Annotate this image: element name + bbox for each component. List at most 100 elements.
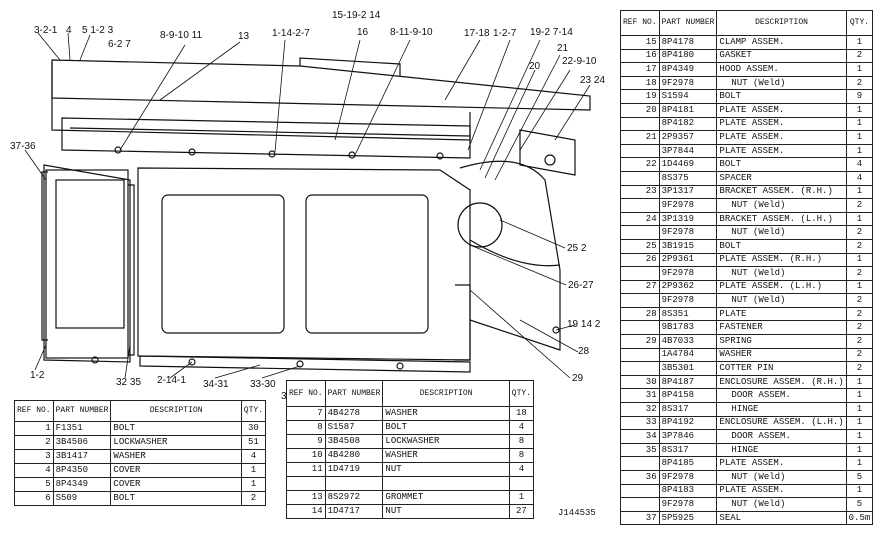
column-header: QTY. <box>240 400 267 422</box>
quantity-cell: 1 <box>845 211 874 227</box>
quantity-cell: 1 <box>845 388 874 404</box>
callout-label: 8-11-9-10 <box>390 27 433 38</box>
ref-cell: 15 <box>620 35 660 50</box>
callout-label: 15-19-2 14 <box>332 10 381 21</box>
description-cell: BOLT <box>110 421 242 436</box>
part-number-cell: 3P7844 <box>658 143 718 159</box>
column-header: PART NUMBER <box>324 380 384 407</box>
quantity-cell: 4 <box>845 157 874 172</box>
description-cell: NUT <box>382 504 510 519</box>
ref-cell: 19 <box>620 89 660 104</box>
ref-cell: 35 <box>620 442 660 458</box>
ref-cell <box>620 456 660 471</box>
description-cell: SPRING <box>716 334 847 349</box>
ref-cell: 18 <box>620 75 660 91</box>
ref-cell: 7 <box>286 406 326 421</box>
callout-label: 26-27 <box>568 280 594 291</box>
ref-cell: 3 <box>14 449 54 464</box>
ref-cell: 21 <box>620 130 660 145</box>
description-cell: PLATE ASSEM. (L.H.) <box>716 279 847 295</box>
part-number-cell: 8P4181 <box>658 102 718 118</box>
quantity-cell: 1 <box>240 463 267 478</box>
part-number-cell <box>324 476 384 491</box>
quantity-cell: 2 <box>845 75 874 91</box>
description-cell: SPACER <box>716 170 847 186</box>
description-cell: NUT (Weld) <box>716 266 847 281</box>
callout-label: 22-9-10 <box>562 56 597 67</box>
part-number-cell: F1351 <box>52 421 112 436</box>
description-cell: PLATE <box>716 306 847 322</box>
quantity-cell: 2 <box>845 225 874 240</box>
part-number-cell: 1D4719 <box>324 462 384 477</box>
quantity-cell: 1 <box>845 483 874 499</box>
part-number-cell: 8P4158 <box>658 388 718 404</box>
description-cell: DOOR ASSEM. <box>716 388 847 404</box>
ref-cell: 11 <box>286 462 326 477</box>
description-cell: WASHER <box>382 448 510 463</box>
part-number-cell: 8P4192 <box>658 415 718 431</box>
part-number-cell: 5P5925 <box>658 510 718 526</box>
exploded-view-drawing <box>24 32 591 379</box>
column-header: QTY. <box>508 380 535 407</box>
ref-cell: 23 <box>620 184 660 200</box>
part-number-cell: 9F2978 <box>658 198 718 213</box>
quantity-cell: 2 <box>240 491 267 506</box>
part-number-cell: 8P4349 <box>52 477 112 492</box>
part-number-cell: 9F2978 <box>658 497 718 512</box>
part-number-cell: 2P9357 <box>658 130 718 145</box>
description-cell: BRACKET ASSEM. (R.H.) <box>716 184 847 200</box>
quantity-cell: 1 <box>845 402 874 417</box>
quantity-cell: 2 <box>845 198 874 213</box>
description-cell: WASHER <box>110 449 242 464</box>
figure-number: J144535 <box>558 508 596 518</box>
ref-cell <box>620 497 660 512</box>
description-cell: ENCLOSURE ASSEM. (R.H.) <box>716 374 847 390</box>
part-number-cell: 8P4180 <box>658 48 718 64</box>
description-cell: NUT (Weld) <box>716 225 847 240</box>
ref-cell: 36 <box>620 470 660 485</box>
column-header: PART NUMBER <box>658 10 718 36</box>
part-number-cell: 8S2972 <box>324 490 384 505</box>
ref-cell: 2 <box>14 435 54 450</box>
callout-label: 33-30 <box>250 379 276 390</box>
ref-cell: 29 <box>620 334 660 349</box>
quantity-cell: 2 <box>845 238 874 254</box>
description-cell: LOCKWASHER <box>110 435 242 450</box>
callout-label: 3 <box>281 391 287 402</box>
description-cell: PLATE ASSEM. <box>716 116 847 132</box>
part-number-cell: 1D4717 <box>324 504 384 519</box>
ref-cell: 30 <box>620 374 660 390</box>
part-number-cell: 3P7846 <box>658 429 718 444</box>
table-row <box>286 476 535 491</box>
quantity-cell: 1 <box>845 442 874 458</box>
ref-cell <box>286 476 326 491</box>
ref-cell: 8 <box>286 420 326 435</box>
column-header: REF NO. <box>14 400 54 422</box>
part-number-cell: 9F2978 <box>658 470 718 485</box>
column-header: DESCRIPTION <box>382 380 510 407</box>
quantity-cell: 1 <box>845 279 874 295</box>
part-number-cell: S509 <box>52 491 112 506</box>
description-cell: PLATE ASSEM. <box>716 102 847 118</box>
